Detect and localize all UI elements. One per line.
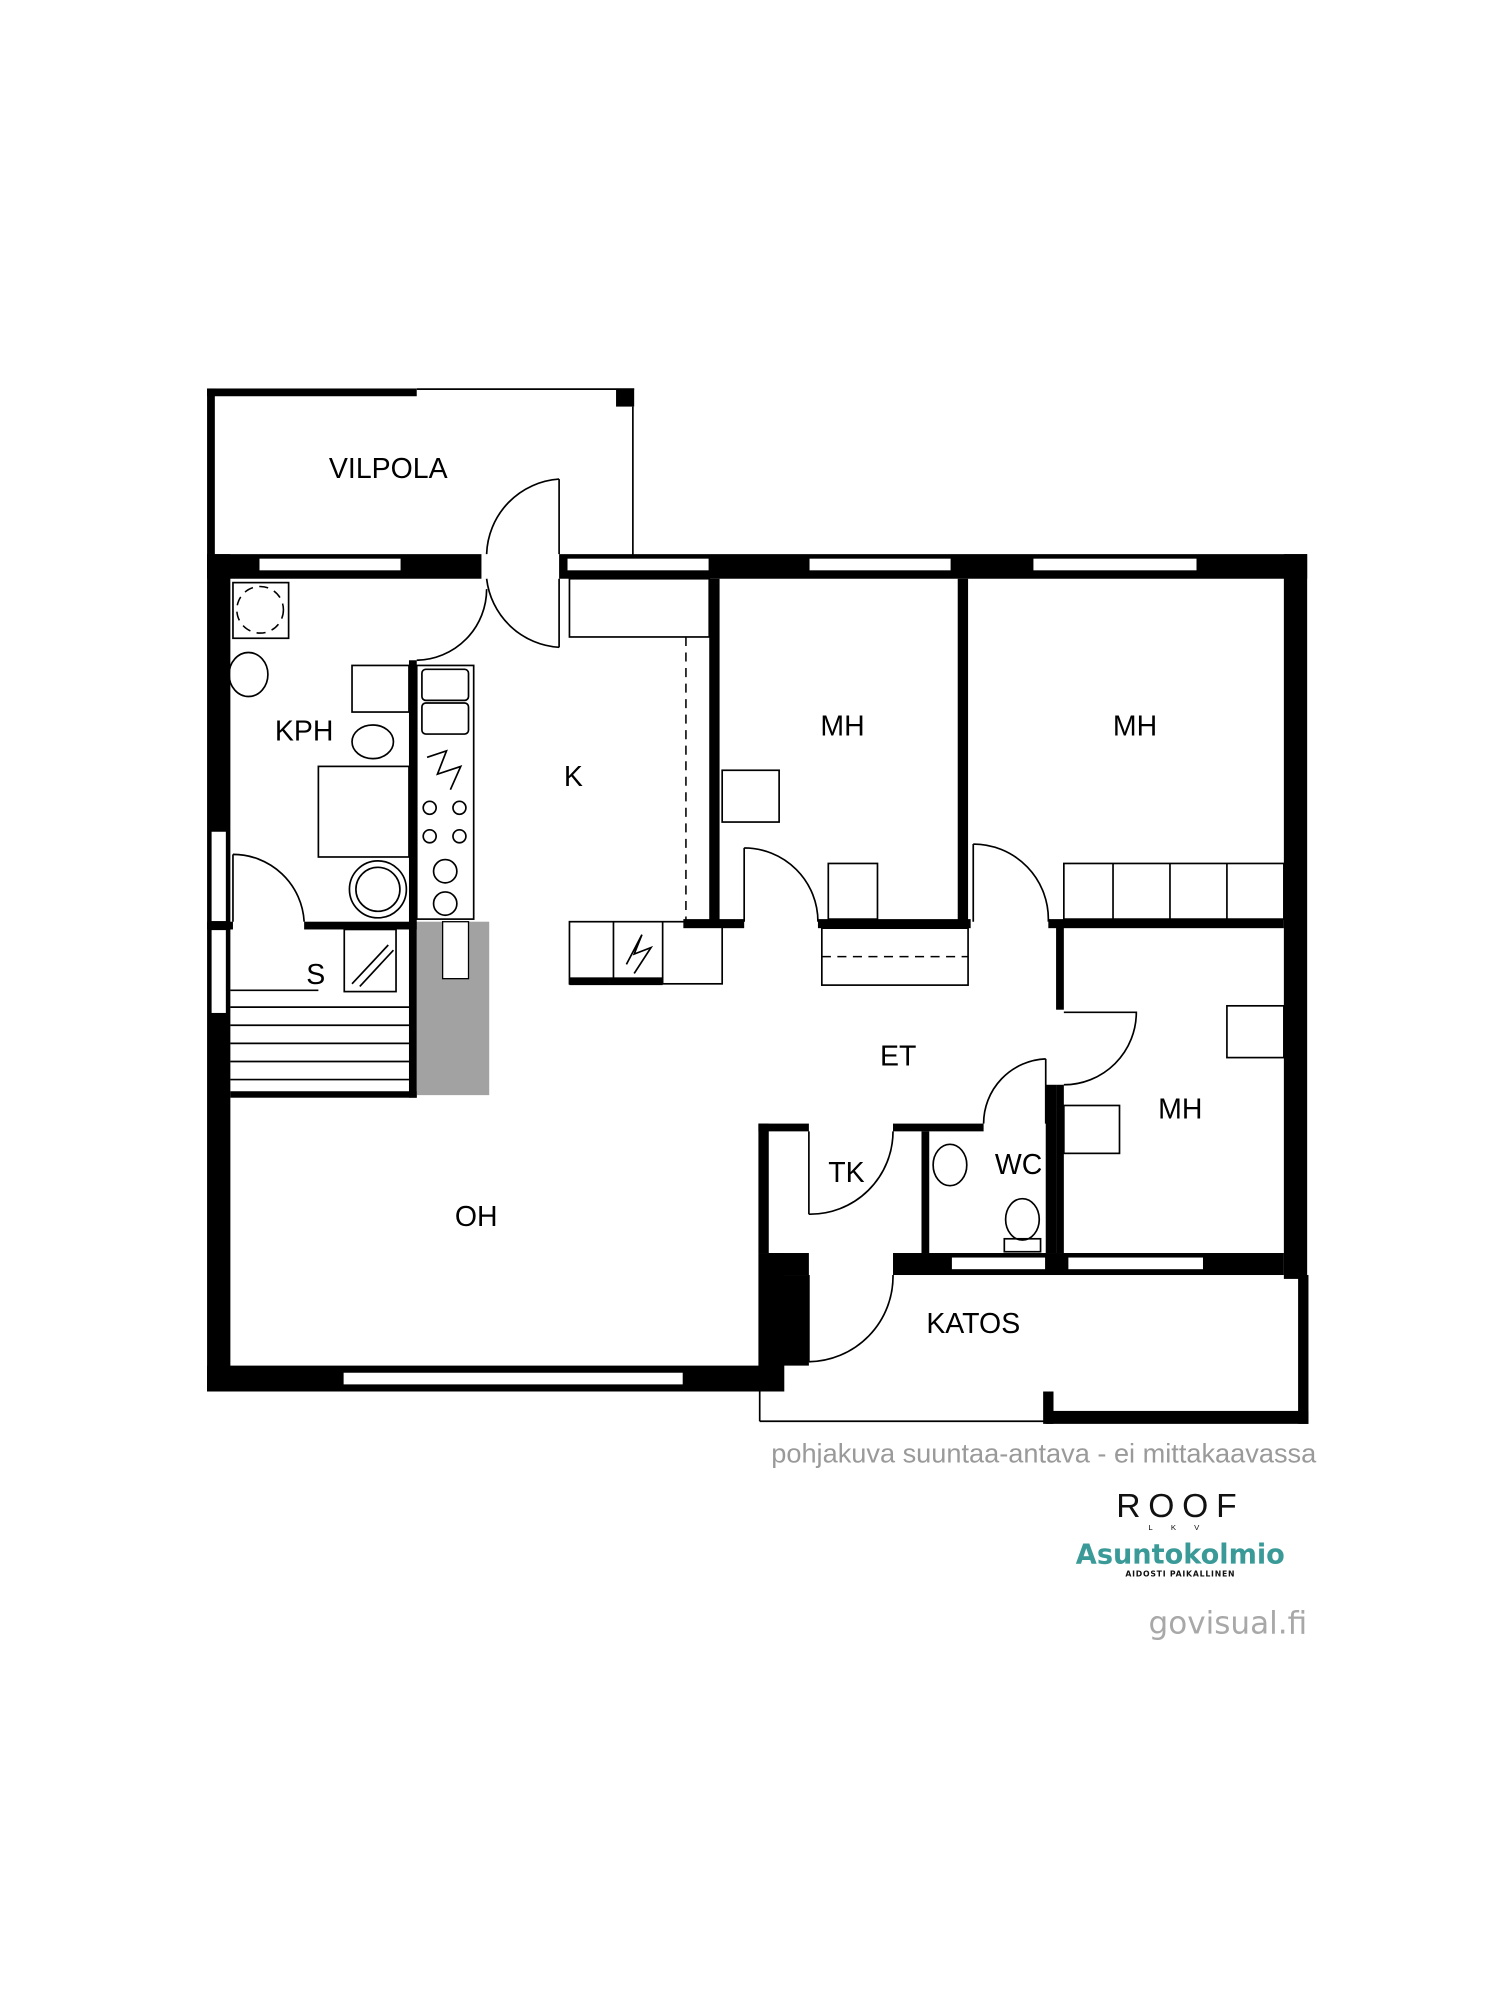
footer: pohjakuva suuntaa-antava - ei mittakaava… — [771, 1438, 1317, 1642]
room-katos: KATOS — [926, 1308, 1020, 1340]
room-oh: OH — [455, 1201, 498, 1233]
roof-logo: ROOF — [1116, 1488, 1244, 1525]
agency-tagline: AIDOSTI PAIKALLINEN — [1125, 1570, 1235, 1579]
room-mh-2: MH — [1113, 710, 1157, 742]
room-s: S — [306, 959, 325, 991]
credit: govisual.fi — [1149, 1606, 1308, 1642]
room-kph: KPH — [275, 716, 334, 748]
room-labels: VILPOLA KPH K MH MH S ET MH TK WC OH KAT… — [275, 453, 1203, 1340]
room-mh-3: MH — [1158, 1093, 1202, 1125]
room-k: K — [564, 761, 583, 793]
room-mh-1: MH — [820, 710, 864, 742]
doors — [232, 478, 1138, 1363]
room-et: ET — [880, 1040, 916, 1072]
room-wc: WC — [995, 1149, 1042, 1181]
agency-logo: Asuntokolmio — [1076, 1540, 1285, 1571]
room-vilpola: VILPOLA — [329, 453, 448, 485]
furniture — [228, 577, 1285, 1253]
windows — [210, 557, 1205, 1386]
room-tk: TK — [828, 1157, 864, 1189]
walls — [207, 388, 1309, 1424]
disclaimer: pohjakuva suuntaa-antava - ei mittakaava… — [771, 1438, 1317, 1469]
roof-logo-sub: LKV — [1148, 1523, 1217, 1532]
